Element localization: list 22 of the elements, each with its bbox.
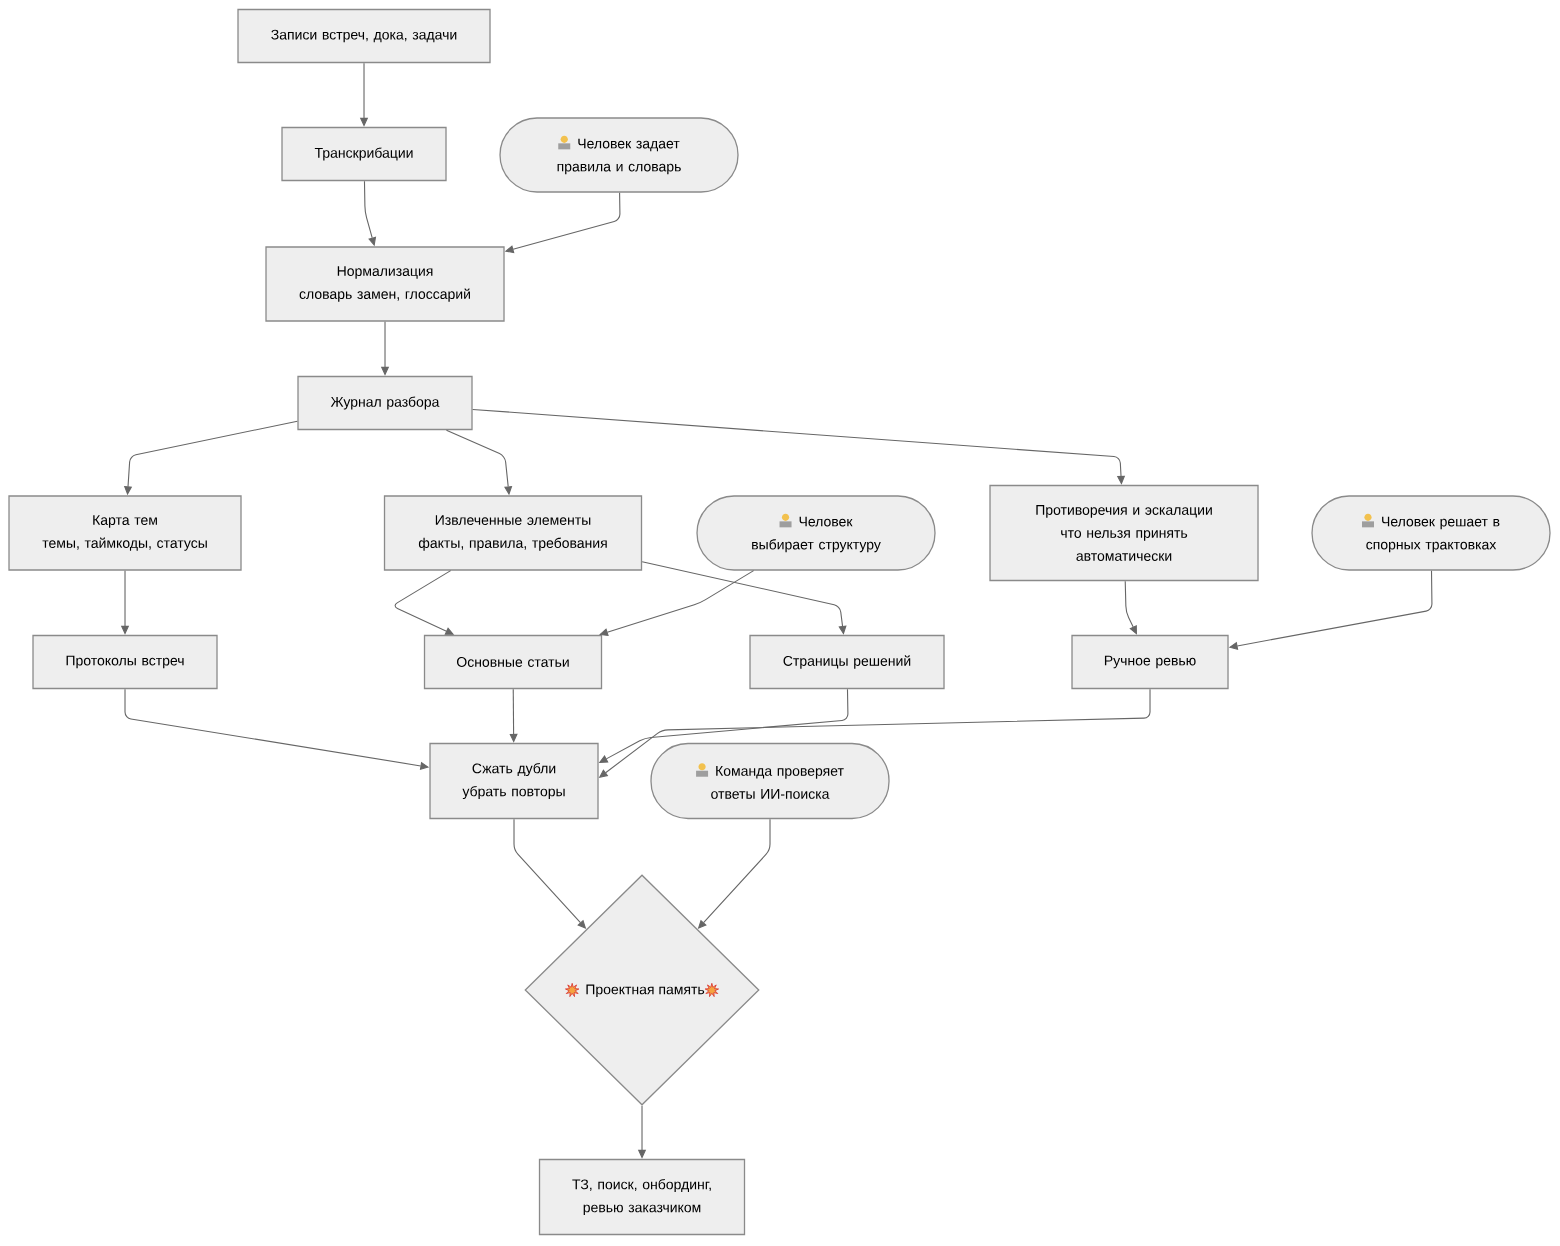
process-box: Извлеченные элементы факты, правила, требования: [383, 495, 643, 571]
rounded-box: Команда проверяет ответы ИИ-поиска: [650, 742, 890, 820]
process-box: Журнал разбора: [297, 375, 473, 431]
arrow: [599, 570, 755, 637]
rounded-box: Человек выбирает структуру: [696, 495, 936, 571]
process-box: Основные статьи: [423, 634, 603, 690]
process-box: Нормализация словарь замен, глоссарий: [265, 246, 505, 322]
arrow: [509, 688, 518, 743]
process-box: Протоколы встреч: [32, 634, 218, 690]
arrow: [1124, 580, 1137, 635]
rounded-box: Человек решает в спорных трактовках: [1311, 495, 1551, 571]
process-box: Карта тем темы, таймкоды, статусы: [8, 495, 242, 571]
process-box: Страницы решений: [749, 634, 945, 690]
arrow: [472, 408, 1126, 485]
process-box: Транскрибации: [281, 126, 447, 182]
rounded-box: Человек задает правила и словарь: [499, 117, 739, 193]
arrow: [641, 561, 847, 635]
process-box: ТЗ, поиск, онбординг, ревью заказчиком: [538, 1158, 746, 1236]
process-box: Противоречия и эскалации что нельзя принять автоматически: [989, 484, 1259, 582]
process-box: Записи встреч, дока, задачи: [237, 8, 491, 64]
process-box: Сжать дубли убрать повторы: [429, 742, 599, 820]
process-box: Ручное ревью: [1071, 634, 1229, 690]
